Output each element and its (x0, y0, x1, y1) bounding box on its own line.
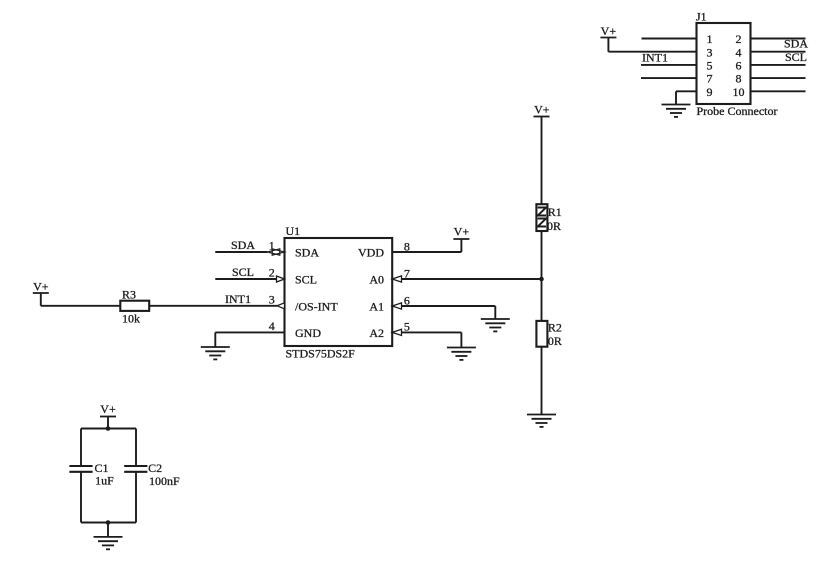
svg-text:R3: R3 (122, 288, 136, 302)
svg-text:6: 6 (736, 59, 742, 73)
svg-text:6: 6 (404, 293, 410, 307)
svg-text:STDS75DS2F: STDS75DS2F (286, 347, 356, 361)
svg-text:5: 5 (707, 59, 713, 73)
svg-text:1: 1 (707, 32, 713, 46)
svg-text:V+: V+ (454, 224, 470, 238)
svg-text:V+: V+ (601, 24, 617, 38)
svg-text:U1: U1 (286, 224, 301, 238)
svg-text:8: 8 (736, 72, 742, 86)
svg-text:3: 3 (707, 45, 713, 59)
svg-text:2: 2 (736, 32, 742, 46)
svg-text:5: 5 (404, 320, 410, 334)
svg-text:4: 4 (736, 45, 742, 59)
svg-text:J1: J1 (696, 10, 707, 24)
svg-text:GND: GND (295, 326, 321, 340)
svg-text:4: 4 (269, 319, 275, 333)
svg-text:VDD: VDD (358, 246, 384, 260)
svg-text:A0: A0 (369, 273, 384, 287)
svg-text:V+: V+ (33, 280, 49, 294)
svg-text:1: 1 (269, 239, 275, 253)
svg-text:A2: A2 (369, 326, 384, 340)
svg-text:7: 7 (404, 266, 410, 280)
svg-text:SDA: SDA (784, 37, 808, 51)
svg-text:10: 10 (733, 85, 745, 99)
svg-text:2: 2 (269, 266, 275, 280)
svg-text:1uF: 1uF (95, 474, 114, 488)
svg-text:V+: V+ (100, 402, 116, 416)
svg-text:SDA: SDA (231, 238, 255, 252)
svg-text:R2: R2 (548, 321, 562, 335)
svg-text:100nF: 100nF (149, 474, 180, 488)
svg-text:0R: 0R (547, 219, 561, 233)
svg-text:SCL: SCL (785, 50, 807, 64)
svg-text:0R: 0R (548, 334, 562, 348)
svg-text:/OS-INT: /OS-INT (295, 300, 338, 314)
svg-text:10k: 10k (122, 312, 140, 326)
svg-text:8: 8 (404, 239, 410, 253)
svg-text:R1: R1 (548, 205, 562, 219)
svg-text:INT1: INT1 (642, 50, 668, 64)
svg-text:SDA: SDA (295, 246, 319, 260)
svg-text:SCL: SCL (295, 273, 317, 287)
svg-text:7: 7 (707, 72, 713, 86)
svg-text:Probe Connector: Probe Connector (697, 104, 778, 118)
svg-text:C1: C1 (95, 461, 109, 475)
svg-text:9: 9 (707, 85, 713, 99)
svg-text:INT1: INT1 (225, 292, 251, 306)
svg-text:C2: C2 (148, 461, 162, 475)
svg-text:3: 3 (269, 292, 275, 306)
svg-text:A1: A1 (369, 300, 384, 314)
svg-text:V+: V+ (534, 103, 550, 117)
svg-text:SCL: SCL (232, 265, 254, 279)
